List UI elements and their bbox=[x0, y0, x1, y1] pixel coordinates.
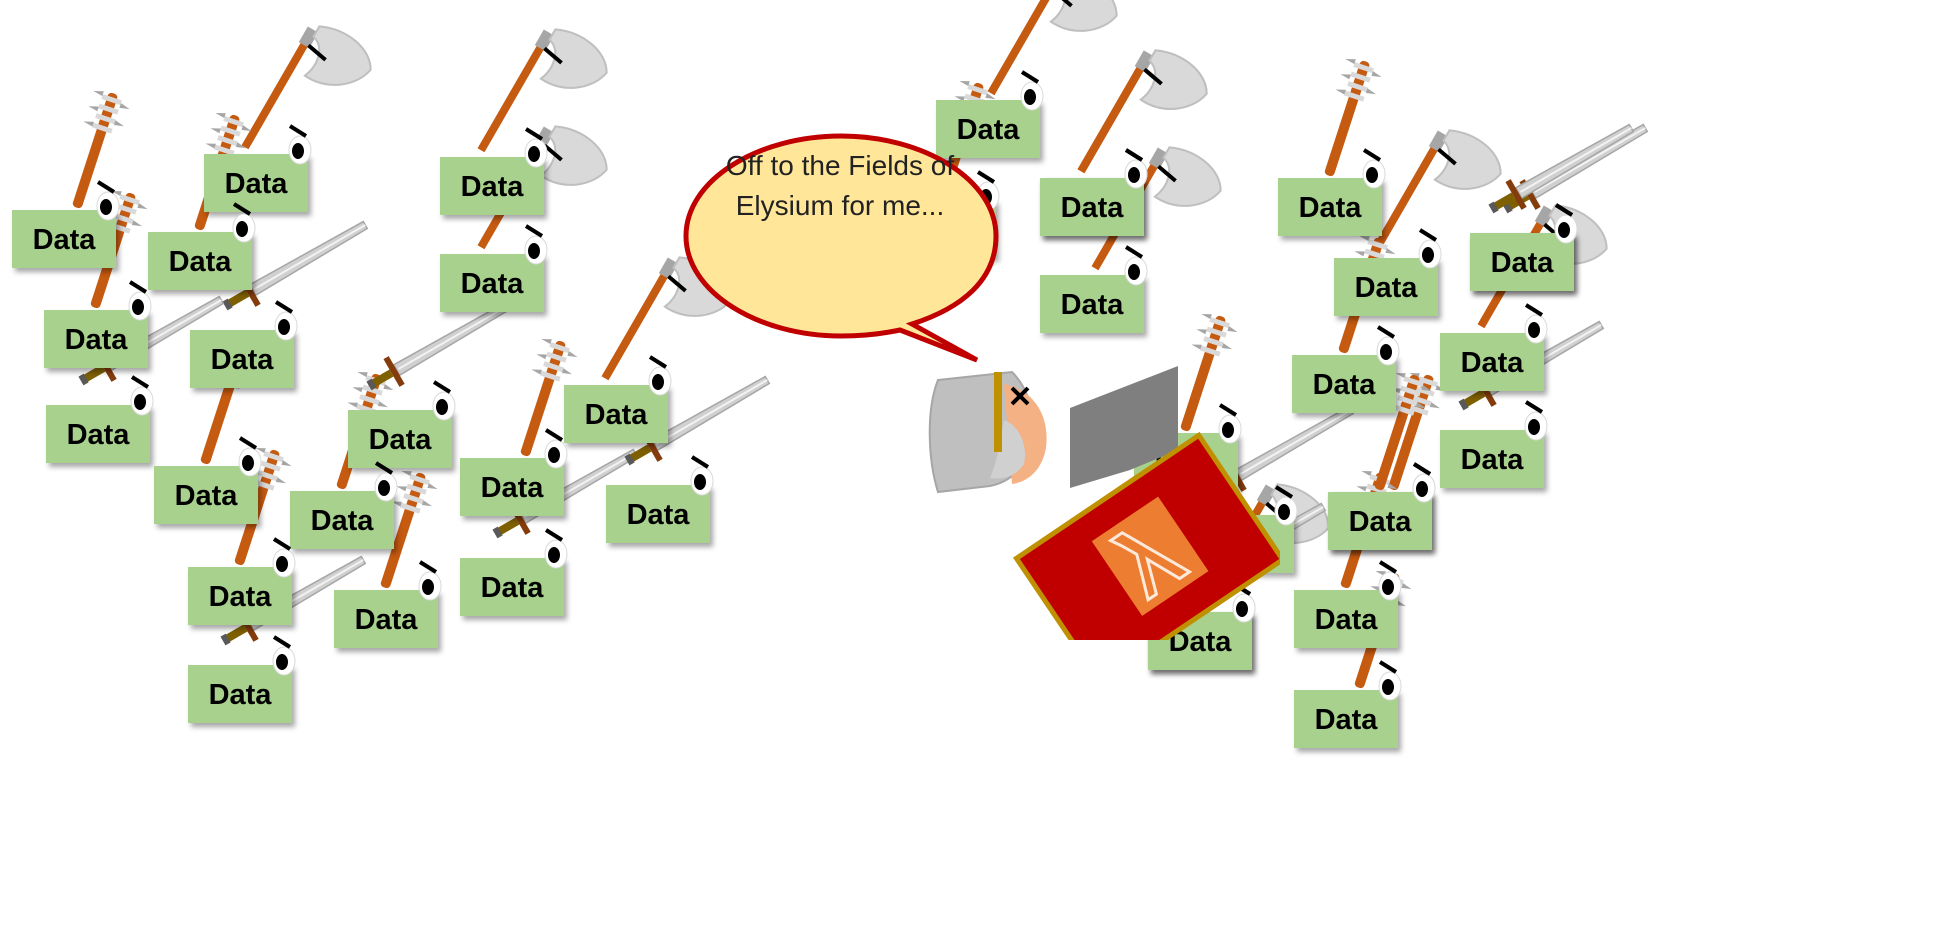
eye-icon bbox=[1124, 245, 1148, 286]
eye-icon bbox=[524, 127, 548, 168]
axe-icon bbox=[987, 0, 1118, 96]
data-box: Data bbox=[1294, 690, 1398, 748]
data-box: Data bbox=[12, 210, 116, 268]
data-box: Data bbox=[1292, 355, 1396, 413]
data-box: Data bbox=[188, 665, 292, 723]
data-box: Data bbox=[1040, 178, 1144, 236]
eye-icon bbox=[544, 428, 568, 469]
warrior-body bbox=[1070, 366, 1178, 488]
eye-icon bbox=[418, 560, 442, 601]
axe-icon bbox=[477, 28, 608, 153]
data-box: Data bbox=[1440, 430, 1544, 488]
eye-icon bbox=[1412, 462, 1436, 503]
sword-icon bbox=[366, 300, 513, 391]
eye-icon bbox=[544, 528, 568, 569]
data-box: Data bbox=[188, 567, 292, 625]
data-box: Data bbox=[1040, 275, 1144, 333]
eye-icon bbox=[1232, 582, 1256, 623]
data-box: Data bbox=[348, 410, 452, 468]
data-box: Data bbox=[334, 590, 438, 648]
data-box: Data bbox=[440, 254, 544, 312]
data-box: Data bbox=[936, 100, 1040, 158]
data-box: Data bbox=[44, 310, 148, 368]
club-icon bbox=[520, 339, 578, 457]
data-box: Data bbox=[1294, 590, 1398, 648]
eye-icon bbox=[432, 380, 456, 421]
eye-icon bbox=[524, 224, 548, 265]
eye-icon bbox=[1362, 148, 1386, 189]
eye-icon bbox=[1378, 660, 1402, 701]
data-box: Data bbox=[148, 232, 252, 290]
axe-icon bbox=[1077, 49, 1208, 174]
speech-bubble bbox=[683, 133, 999, 363]
eye-icon bbox=[1376, 325, 1400, 366]
eye-icon bbox=[1554, 203, 1578, 244]
eye-icon bbox=[1524, 303, 1548, 344]
eye-icon bbox=[272, 635, 296, 676]
speech-bubble-text: Off to the Fields of Elysium for me... bbox=[725, 150, 955, 221]
eye-icon bbox=[232, 202, 256, 243]
eye-icon bbox=[648, 355, 672, 396]
data-box: Data bbox=[440, 157, 544, 215]
eye-icon bbox=[274, 300, 298, 341]
eye-icon bbox=[374, 461, 398, 502]
data-box: Data bbox=[154, 466, 258, 524]
data-box: Data bbox=[564, 385, 668, 443]
eye-icon bbox=[96, 180, 120, 221]
sword-icon bbox=[1488, 123, 1635, 214]
eye-icon bbox=[130, 375, 154, 416]
axe-icon bbox=[1371, 129, 1502, 254]
data-box: Data bbox=[1470, 233, 1574, 291]
eye-icon bbox=[288, 124, 312, 165]
axe-icon bbox=[241, 25, 372, 150]
club-icon bbox=[380, 471, 438, 589]
data-box: Data bbox=[1328, 492, 1432, 550]
eye-icon bbox=[690, 455, 714, 496]
eye-icon bbox=[1418, 228, 1442, 269]
data-box: Data bbox=[1148, 612, 1252, 670]
eye-icon bbox=[1524, 400, 1548, 441]
eye-icon bbox=[128, 280, 152, 321]
eye-icon bbox=[1020, 70, 1044, 111]
data-box: Data bbox=[46, 405, 150, 463]
sword-icon bbox=[222, 220, 369, 311]
data-box: Data bbox=[606, 485, 710, 543]
sword-icon bbox=[624, 375, 771, 466]
data-box: Data bbox=[1334, 258, 1438, 316]
lambda-icon bbox=[1107, 531, 1193, 603]
club-icon bbox=[72, 91, 130, 209]
eye-icon bbox=[1274, 485, 1298, 526]
data-box: Data bbox=[190, 330, 294, 388]
club-icon bbox=[1180, 314, 1238, 432]
eye-icon bbox=[1378, 560, 1402, 601]
data-box: Data bbox=[1440, 333, 1544, 391]
fallen-warrior bbox=[928, 366, 1280, 640]
club-icon bbox=[1324, 59, 1382, 177]
data-box: Data bbox=[460, 558, 564, 616]
eye-icon bbox=[238, 436, 262, 477]
data-box: Data bbox=[204, 154, 308, 212]
eye-icon bbox=[1218, 403, 1242, 444]
shield bbox=[1012, 431, 1280, 640]
eye-icon bbox=[272, 537, 296, 578]
data-box: Data bbox=[1278, 178, 1382, 236]
data-box: Data bbox=[290, 491, 394, 549]
data-box: Data bbox=[460, 458, 564, 516]
eye-icon bbox=[1124, 148, 1148, 189]
